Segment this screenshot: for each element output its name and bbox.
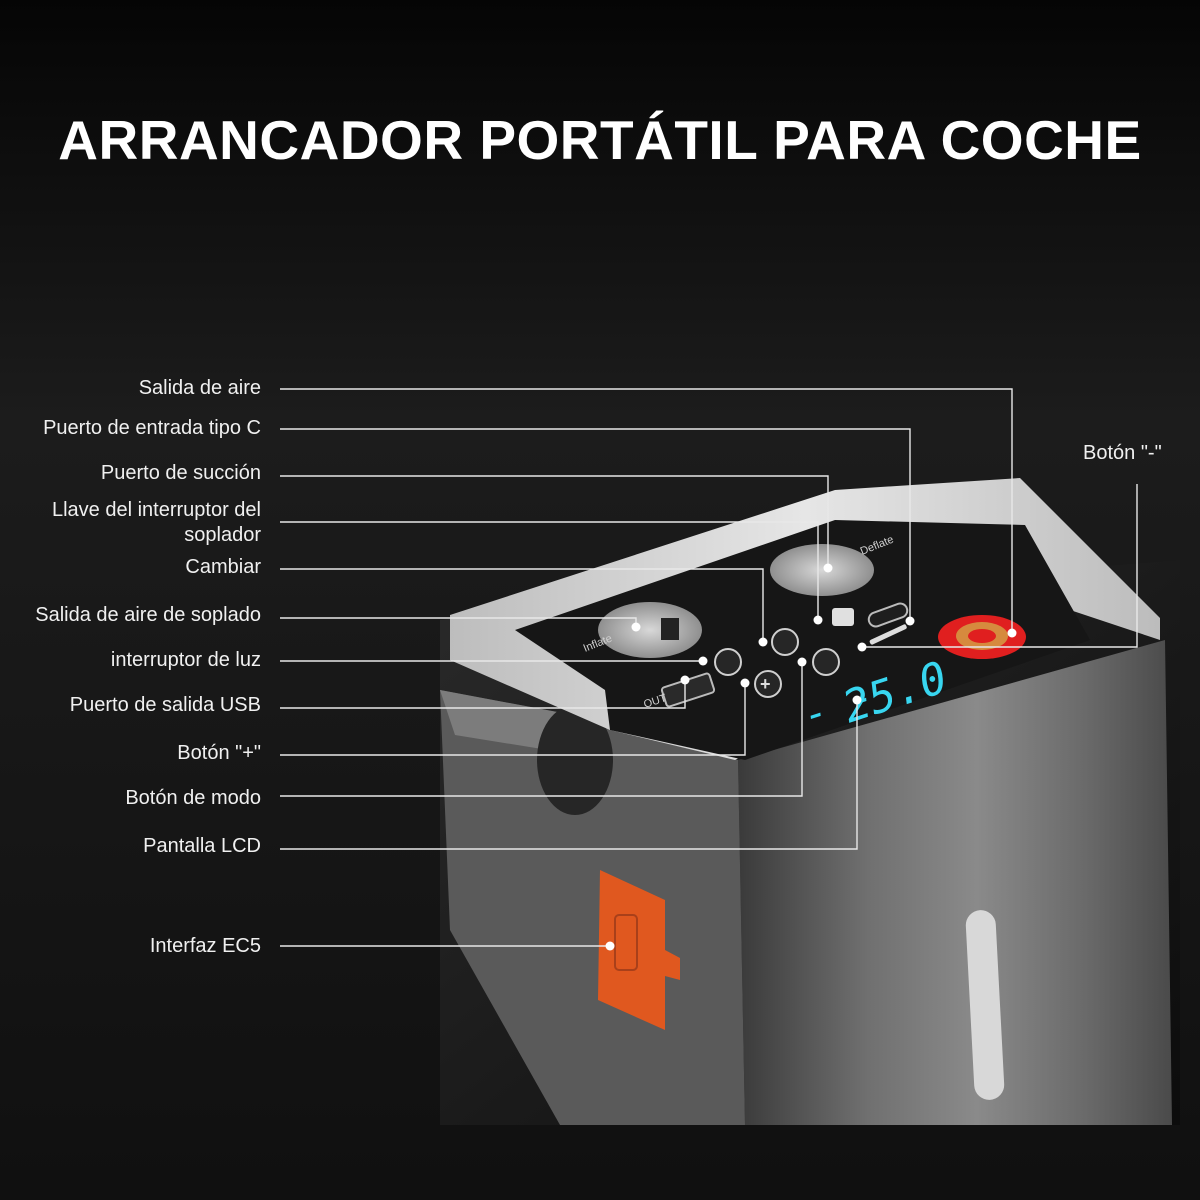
callout-leaders	[280, 388, 1138, 951]
leader-type-c-input	[280, 428, 911, 621]
leader-plus-button-dot	[740, 678, 750, 688]
callout-label-air-outlet: Salida de aire	[138, 377, 261, 399]
leader-switch	[280, 568, 764, 642]
callout-label-minus-button: Botón "-"	[1083, 442, 1162, 464]
callout-label-type-c-input: Puerto de entrada tipo C	[43, 417, 261, 439]
leader-air-outlet	[280, 388, 1013, 633]
plus-button[interactable]	[754, 670, 782, 698]
ec5-interface-cover[interactable]	[598, 870, 680, 1030]
callout-label-plus-button: Botón "+"	[177, 742, 261, 764]
plus-icon: +	[760, 674, 771, 694]
callout-label-usb-output: Puerto de salida USB	[69, 694, 261, 716]
leader-lcd-screen	[280, 700, 858, 850]
leader-mode-button-dot	[797, 657, 807, 667]
blower-switch-key[interactable]	[832, 608, 854, 626]
callout-label-suction-port: Puerto de succión	[100, 462, 261, 484]
suction-port[interactable]	[770, 544, 874, 596]
leader-air-outlet-dot	[1007, 628, 1017, 638]
mode-button[interactable]	[812, 648, 840, 676]
light-slot	[965, 910, 1005, 1100]
leader-usb-output-dot	[680, 675, 690, 685]
type-c-input-port[interactable]	[867, 602, 909, 629]
leader-minus-button-dot	[857, 642, 867, 652]
leader-light-switch-dot	[698, 656, 708, 666]
light-switch-button[interactable]	[714, 648, 742, 676]
handle-opening	[537, 705, 613, 815]
callout-label-mode-button: Botón de modo	[125, 787, 261, 809]
minus-button[interactable]	[869, 624, 907, 645]
leader-blower-air-outlet-dot	[631, 622, 641, 632]
control-panel	[515, 520, 1090, 760]
leader-suction-port	[280, 475, 829, 568]
leader-blower-switch-key-dot	[813, 615, 823, 625]
leader-type-c-input-dot	[905, 616, 915, 626]
leader-switch-dot	[758, 637, 768, 647]
callout-label-blower-switch-key: Llave del interruptor del soplador	[51, 499, 261, 546]
leader-minus-button	[862, 484, 1138, 648]
callout-label-ec5-interface: Interfaz EC5	[149, 935, 261, 957]
leader-plus-button	[280, 683, 746, 756]
power-switch-button[interactable]	[771, 628, 799, 656]
callout-label-blower-air-outlet: Salida de aire de soplado	[35, 604, 261, 626]
leader-blower-switch-key	[280, 521, 819, 620]
callout-label-light-switch: interruptor de luz	[110, 649, 261, 671]
blower-air-outlet[interactable]	[598, 602, 702, 658]
leader-lcd-screen-dot	[852, 695, 862, 705]
callout-label-switch: Cambiar	[185, 556, 261, 578]
callout-label-lcd-screen: Pantalla LCD	[143, 835, 261, 857]
leader-usb-output	[280, 680, 686, 709]
leader-suction-port-dot	[823, 563, 833, 573]
page-title: ARRANCADOR PORTÁTIL PARA COCHE	[58, 109, 1142, 171]
leader-mode-button	[280, 662, 803, 797]
leader-ec5-interface-dot	[605, 941, 615, 951]
